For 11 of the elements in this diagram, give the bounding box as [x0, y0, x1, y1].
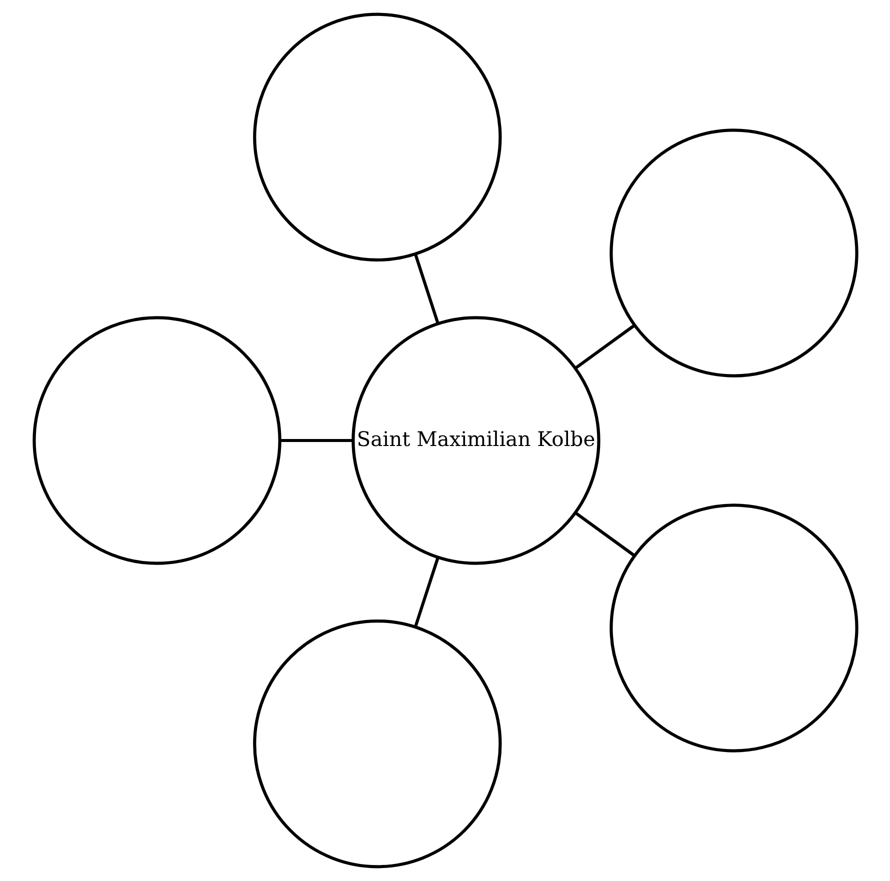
node-circle [32, 316, 281, 565]
connector [279, 438, 353, 442]
node-circle: Saint Maximilian Kolbe [351, 316, 600, 565]
node-circle [609, 504, 858, 752]
connector [574, 324, 635, 370]
connector [413, 253, 439, 324]
connector [574, 512, 635, 557]
node-circle [252, 620, 502, 868]
connector [413, 556, 439, 628]
node-circle [609, 128, 858, 378]
node-circle [252, 12, 502, 262]
